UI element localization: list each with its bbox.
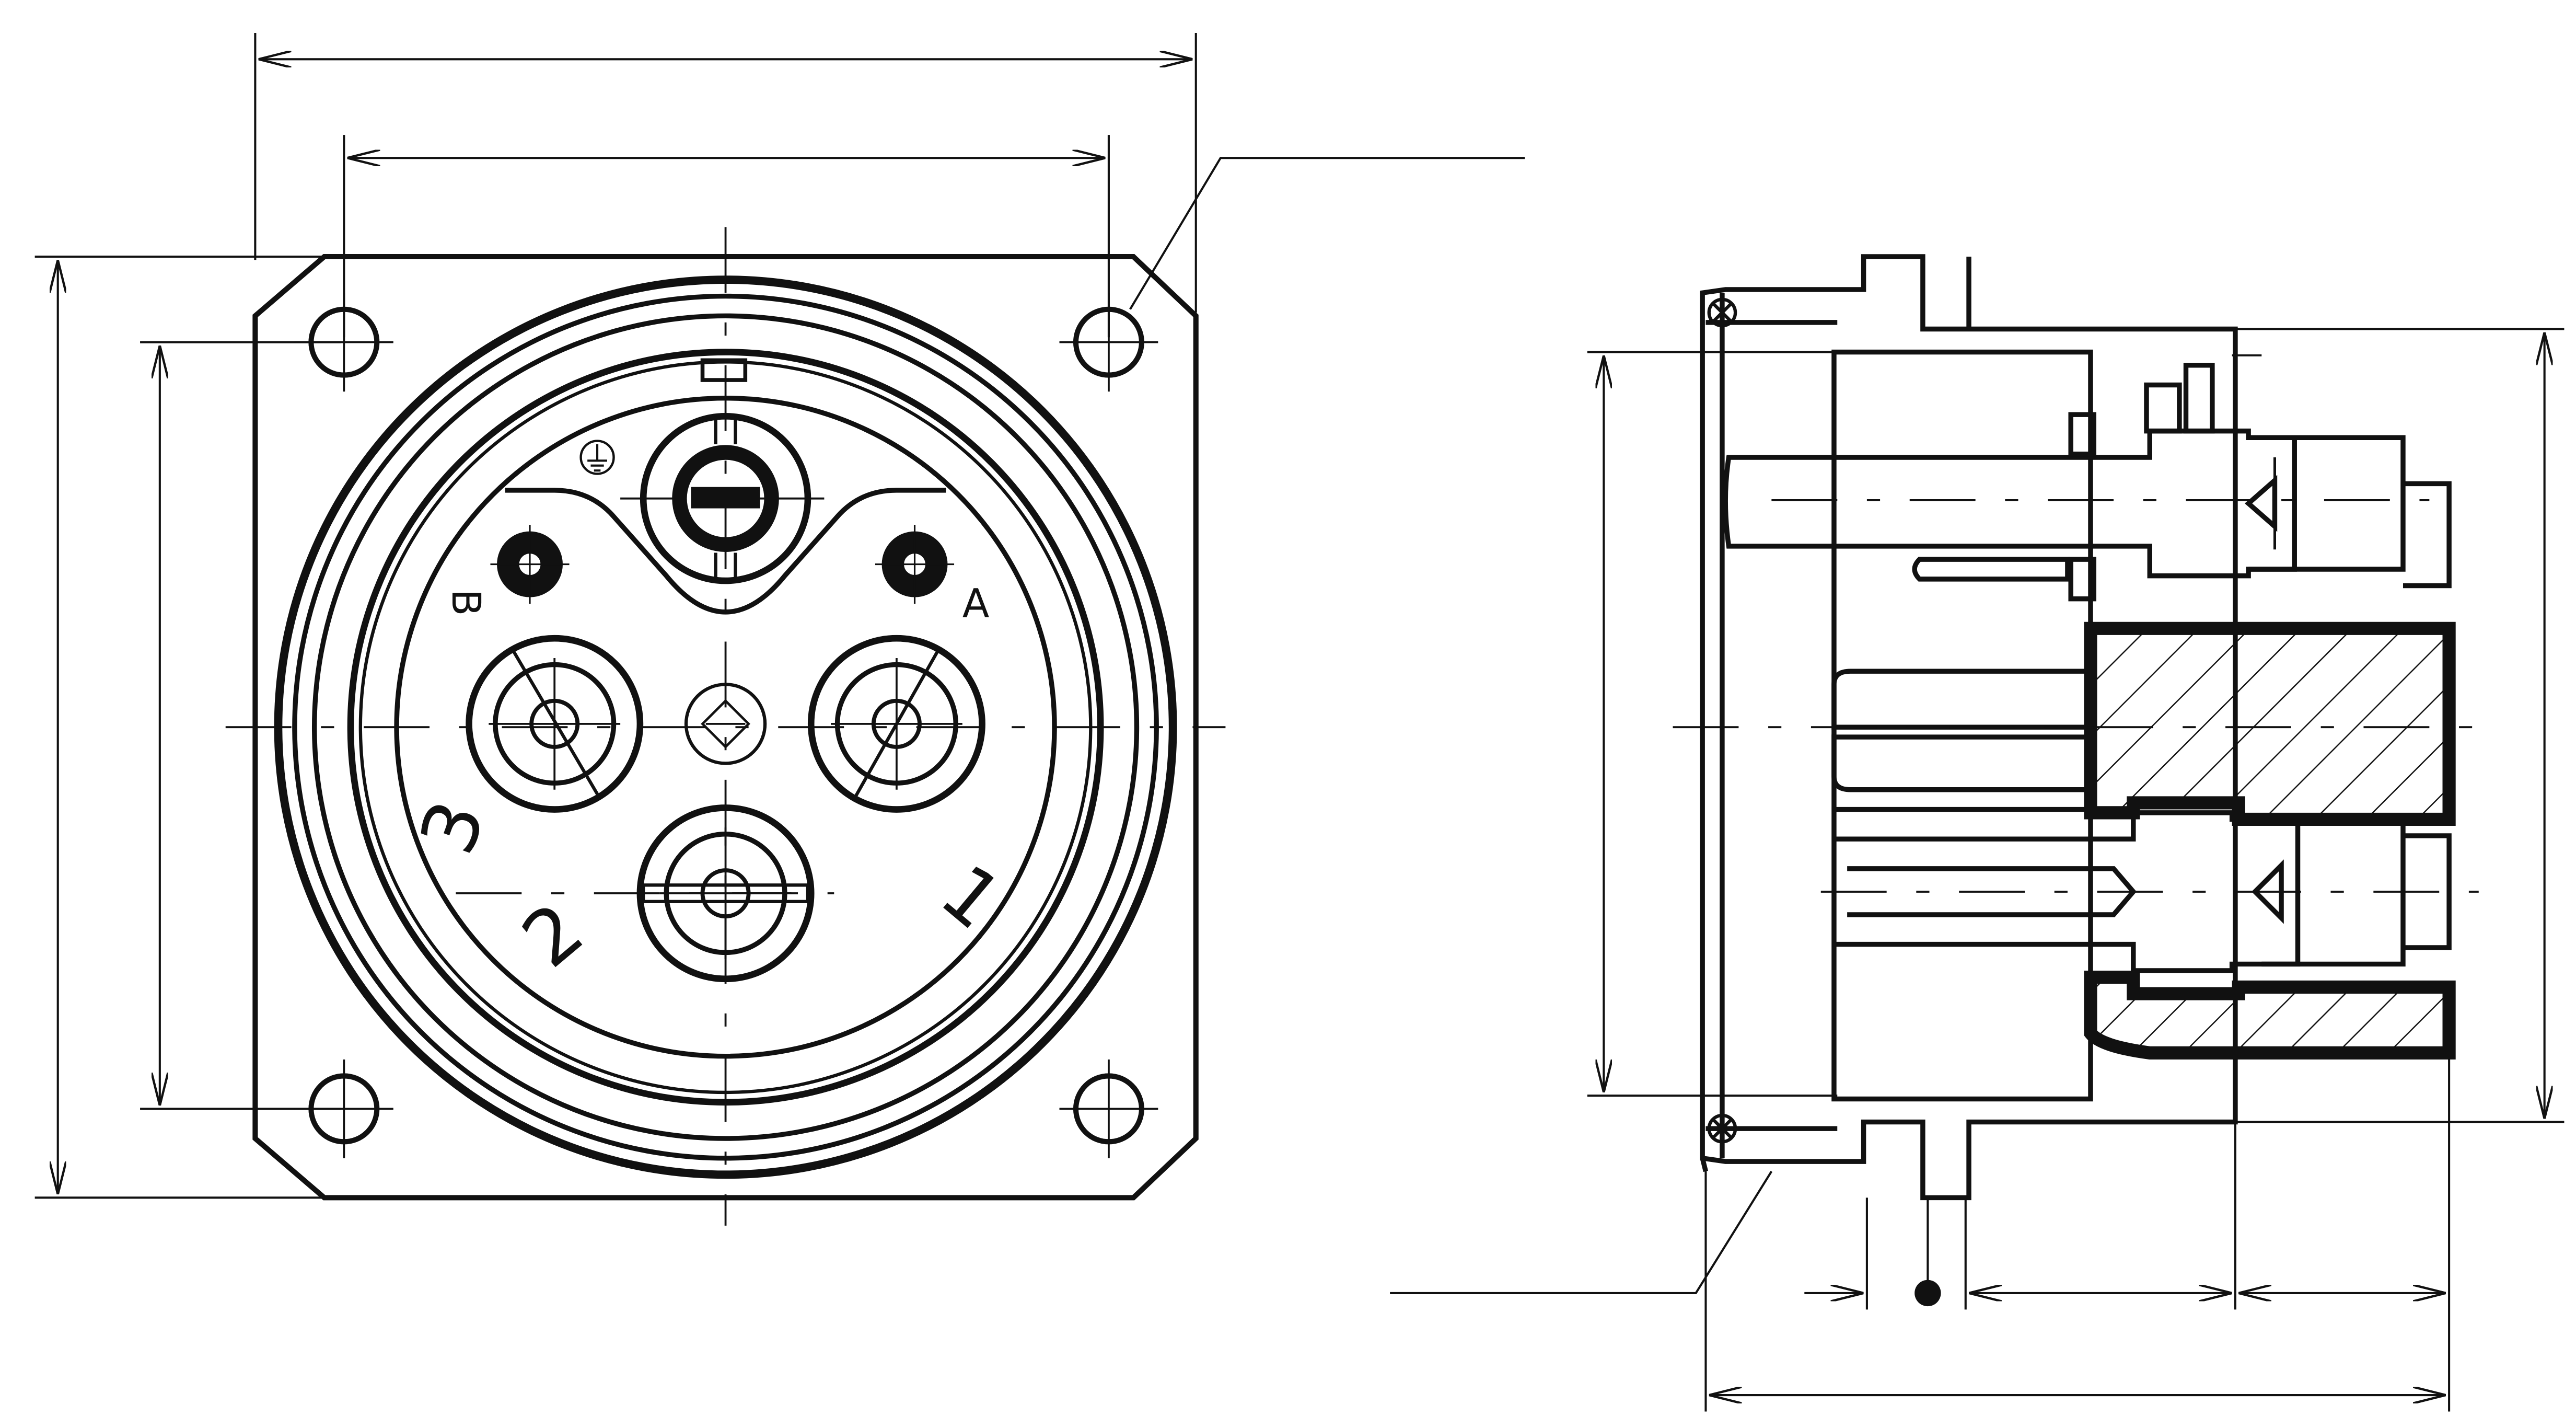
power-contact-3: [466, 635, 644, 813]
power-contact-1: [807, 635, 985, 813]
center-lines-side: [1673, 354, 2479, 893]
mounting-holes: [294, 293, 1158, 1158]
screw-heads: [1707, 297, 1737, 1144]
contact-label-1: 1: [924, 848, 1018, 947]
manufacturer-logo: [684, 683, 767, 765]
mounting-flange: [252, 254, 1199, 1201]
center-lines-front: [225, 227, 1226, 1226]
hatched-section-upper: [2084, 621, 2456, 826]
side-section-view: [1390, 254, 2565, 1412]
mounting-hole-bottom-right: [1059, 1059, 1158, 1158]
upper-contact-section: [1723, 363, 2452, 602]
aux-contact-b: [490, 525, 570, 604]
mounting-hole-top-right: [1059, 293, 1158, 392]
earth-contact: [640, 413, 811, 584]
contact-label-3: 3: [404, 790, 503, 865]
aux-label-a: A: [962, 580, 990, 626]
aux-label-b: B: [443, 589, 489, 616]
contact-label-2: 2: [506, 886, 600, 985]
mounting-hole-top-left: [294, 293, 393, 392]
aux-contact-a: [875, 525, 955, 604]
dimension-dot: [1914, 1280, 1941, 1307]
hatched-section-lower: [2084, 971, 2456, 1060]
dimension-lines-side: [1390, 328, 2565, 1412]
front-view: B A: [34, 32, 1525, 1226]
ground-icon: [579, 440, 615, 475]
dimension-lines-front: [34, 32, 1525, 1199]
keyway: [700, 358, 748, 382]
insert-body: [1831, 669, 2090, 812]
power-contact-2: [636, 804, 815, 983]
mounting-hole-bottom-left: [294, 1059, 393, 1158]
